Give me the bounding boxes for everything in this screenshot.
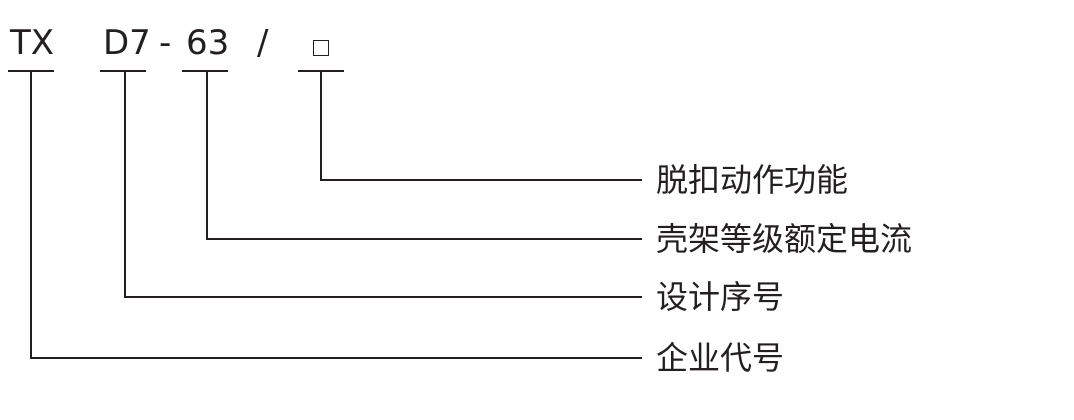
label-enterprise-code: 企业代号	[656, 339, 785, 377]
code-placeholder-box	[313, 40, 329, 56]
label-frame-rated-current: 壳架等级额定电流	[656, 220, 913, 258]
code-separator-dash: -	[159, 23, 172, 63]
code-part-63: 63	[186, 23, 230, 63]
code-separator-slash: /	[257, 23, 269, 63]
code-part-tx: TX	[10, 23, 55, 63]
label-design-serial: 设计序号	[656, 278, 785, 316]
label-trip-function: 脱扣动作功能	[656, 161, 849, 199]
code-part-d7: D7	[103, 23, 151, 63]
